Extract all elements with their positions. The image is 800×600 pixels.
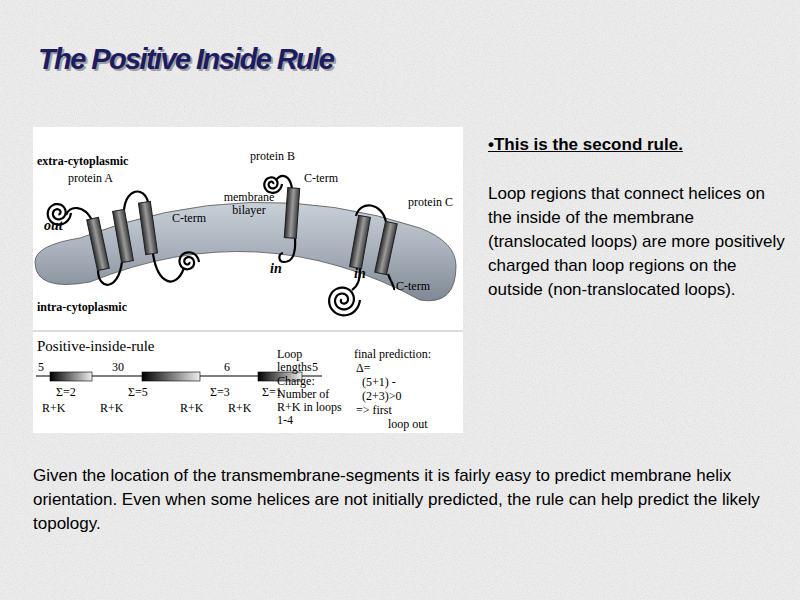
prediction-text: (5+1) - — [362, 376, 396, 389]
charge-sum: Σ=5 — [128, 386, 148, 399]
residue-label: R+K — [228, 402, 251, 415]
prediction-text: Δ= — [356, 362, 370, 375]
legend-note: Charge: Number of R+K in loops 1-4 — [277, 375, 347, 427]
loop-length: 30 — [112, 361, 124, 374]
rule-text: Loop regions that connect helices on the… — [488, 182, 788, 302]
slide-title: The Positive Inside Rule — [38, 43, 333, 76]
region-label: extra-cytoplasmic — [37, 155, 128, 168]
membrane-band — [35, 202, 456, 300]
prediction-text: => first — [356, 404, 392, 417]
figure-panel — [33, 127, 463, 433]
region-label: intra-cytoplasmic — [37, 301, 127, 314]
loop-length: 5 — [38, 361, 44, 374]
side-label: in — [354, 266, 366, 281]
charge-sum: Σ=2 — [56, 386, 76, 399]
body-text: Given the location of the transmembrane-… — [33, 464, 768, 536]
protein-label: protein B — [250, 150, 295, 163]
residue-label: R+K — [100, 402, 123, 415]
helices — [87, 188, 398, 275]
panel-title: Positive-inside-rule — [37, 338, 154, 354]
loop-length: 5 — [312, 361, 318, 374]
protein-label: protein C — [408, 196, 453, 209]
legend-note: Loop lengths — [277, 348, 329, 374]
residue-label: R+K — [180, 402, 203, 415]
side-label: in — [270, 261, 282, 276]
prediction-text: (2+3)>0 — [362, 390, 402, 403]
loop-length: 6 — [224, 361, 230, 374]
terminus-label: C-term — [304, 172, 338, 185]
protein-label: protein A — [68, 172, 113, 185]
terminus-label: C-term — [396, 280, 430, 293]
protein-chains — [48, 176, 394, 316]
side-label: out — [44, 218, 63, 233]
membrane-label: membrane bilayer — [218, 191, 280, 217]
prediction-text: loop out — [388, 418, 428, 431]
rule-heading: •This is the second rule. — [488, 133, 683, 157]
terminus-label: C-term — [172, 212, 206, 225]
residue-label: R+K — [42, 402, 65, 415]
prediction-text: final prediction: — [354, 348, 431, 361]
charge-sum: Σ=3 — [210, 386, 230, 399]
